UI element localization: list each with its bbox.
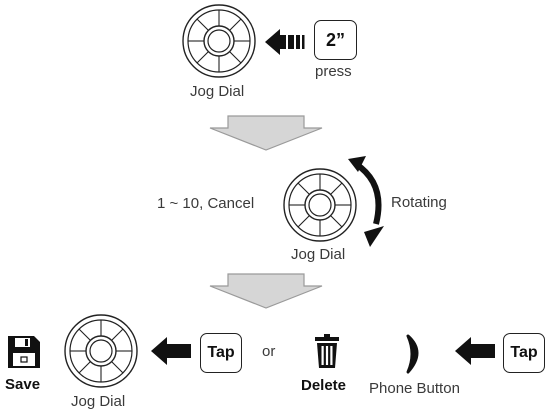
jog-dial-label: Jog Dial xyxy=(71,393,126,410)
arrow-left-icon xyxy=(265,29,305,55)
tap-key: Tap xyxy=(503,333,545,373)
delete-label: Delete xyxy=(301,377,347,394)
jog-dial-label: Jog Dial xyxy=(291,246,346,263)
arrow-left-icon xyxy=(455,337,495,365)
trash-can-icon xyxy=(315,334,339,368)
jog-dial-icon xyxy=(64,314,138,388)
save-label: Save xyxy=(5,376,41,393)
jog-dial-icon xyxy=(182,4,256,78)
phone-button-icon xyxy=(406,334,419,374)
rotating-label: Rotating xyxy=(391,194,447,211)
rotate-arrows-icon xyxy=(348,156,384,247)
arrow-left-icon xyxy=(151,337,191,365)
jog-dial-label: Jog Dial xyxy=(190,83,245,100)
press-label: press xyxy=(315,63,352,80)
down-arrow-icon xyxy=(209,273,323,309)
press-2s-key: 2” xyxy=(314,20,357,60)
down-arrow-icon xyxy=(209,115,323,151)
floppy-disk-icon xyxy=(8,336,40,368)
range-cancel-label: 1 ~ 10, Cancel xyxy=(157,195,255,212)
tap-key: Tap xyxy=(200,333,242,373)
phone-button-label: Phone Button xyxy=(369,380,460,397)
or-label: or xyxy=(262,343,276,360)
